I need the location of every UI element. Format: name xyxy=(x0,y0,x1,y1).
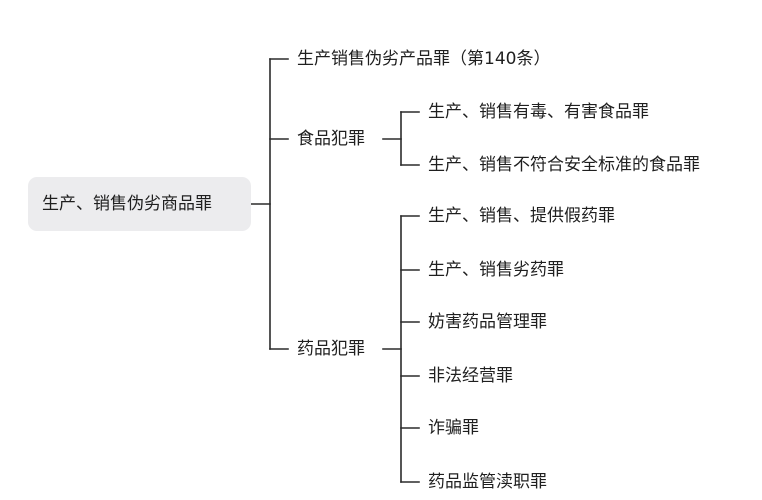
leaf-node-drug-supervision-malfeasance[interactable]: 药品监管渎职罪 xyxy=(428,472,547,492)
leaf-node-toxic-food[interactable]: 生产、销售有毒、有害食品罪 xyxy=(428,102,649,122)
root-node-box[interactable] xyxy=(28,177,251,231)
leaf-node-fake-drugs[interactable]: 生产、销售、提供假药罪 xyxy=(428,206,615,226)
branch-node-drug-crimes[interactable]: 药品犯罪 xyxy=(297,339,365,359)
leaf-node-fraud[interactable]: 诈骗罪 xyxy=(428,418,479,438)
branch-node-fake-products[interactable]: 生产销售伪劣产品罪（第140条） xyxy=(297,49,551,69)
branch-node-food-crimes[interactable]: 食品犯罪 xyxy=(297,129,365,149)
leaf-node-illegal-business[interactable]: 非法经营罪 xyxy=(428,366,513,386)
leaf-node-unsafe-food[interactable]: 生产、销售不符合安全标准的食品罪 xyxy=(428,155,700,175)
root-node-label: 生产、销售伪劣商品罪 xyxy=(42,194,212,214)
leaf-node-inferior-drugs[interactable]: 生产、销售劣药罪 xyxy=(428,260,564,280)
leaf-node-drug-management[interactable]: 妨害药品管理罪 xyxy=(428,312,547,332)
